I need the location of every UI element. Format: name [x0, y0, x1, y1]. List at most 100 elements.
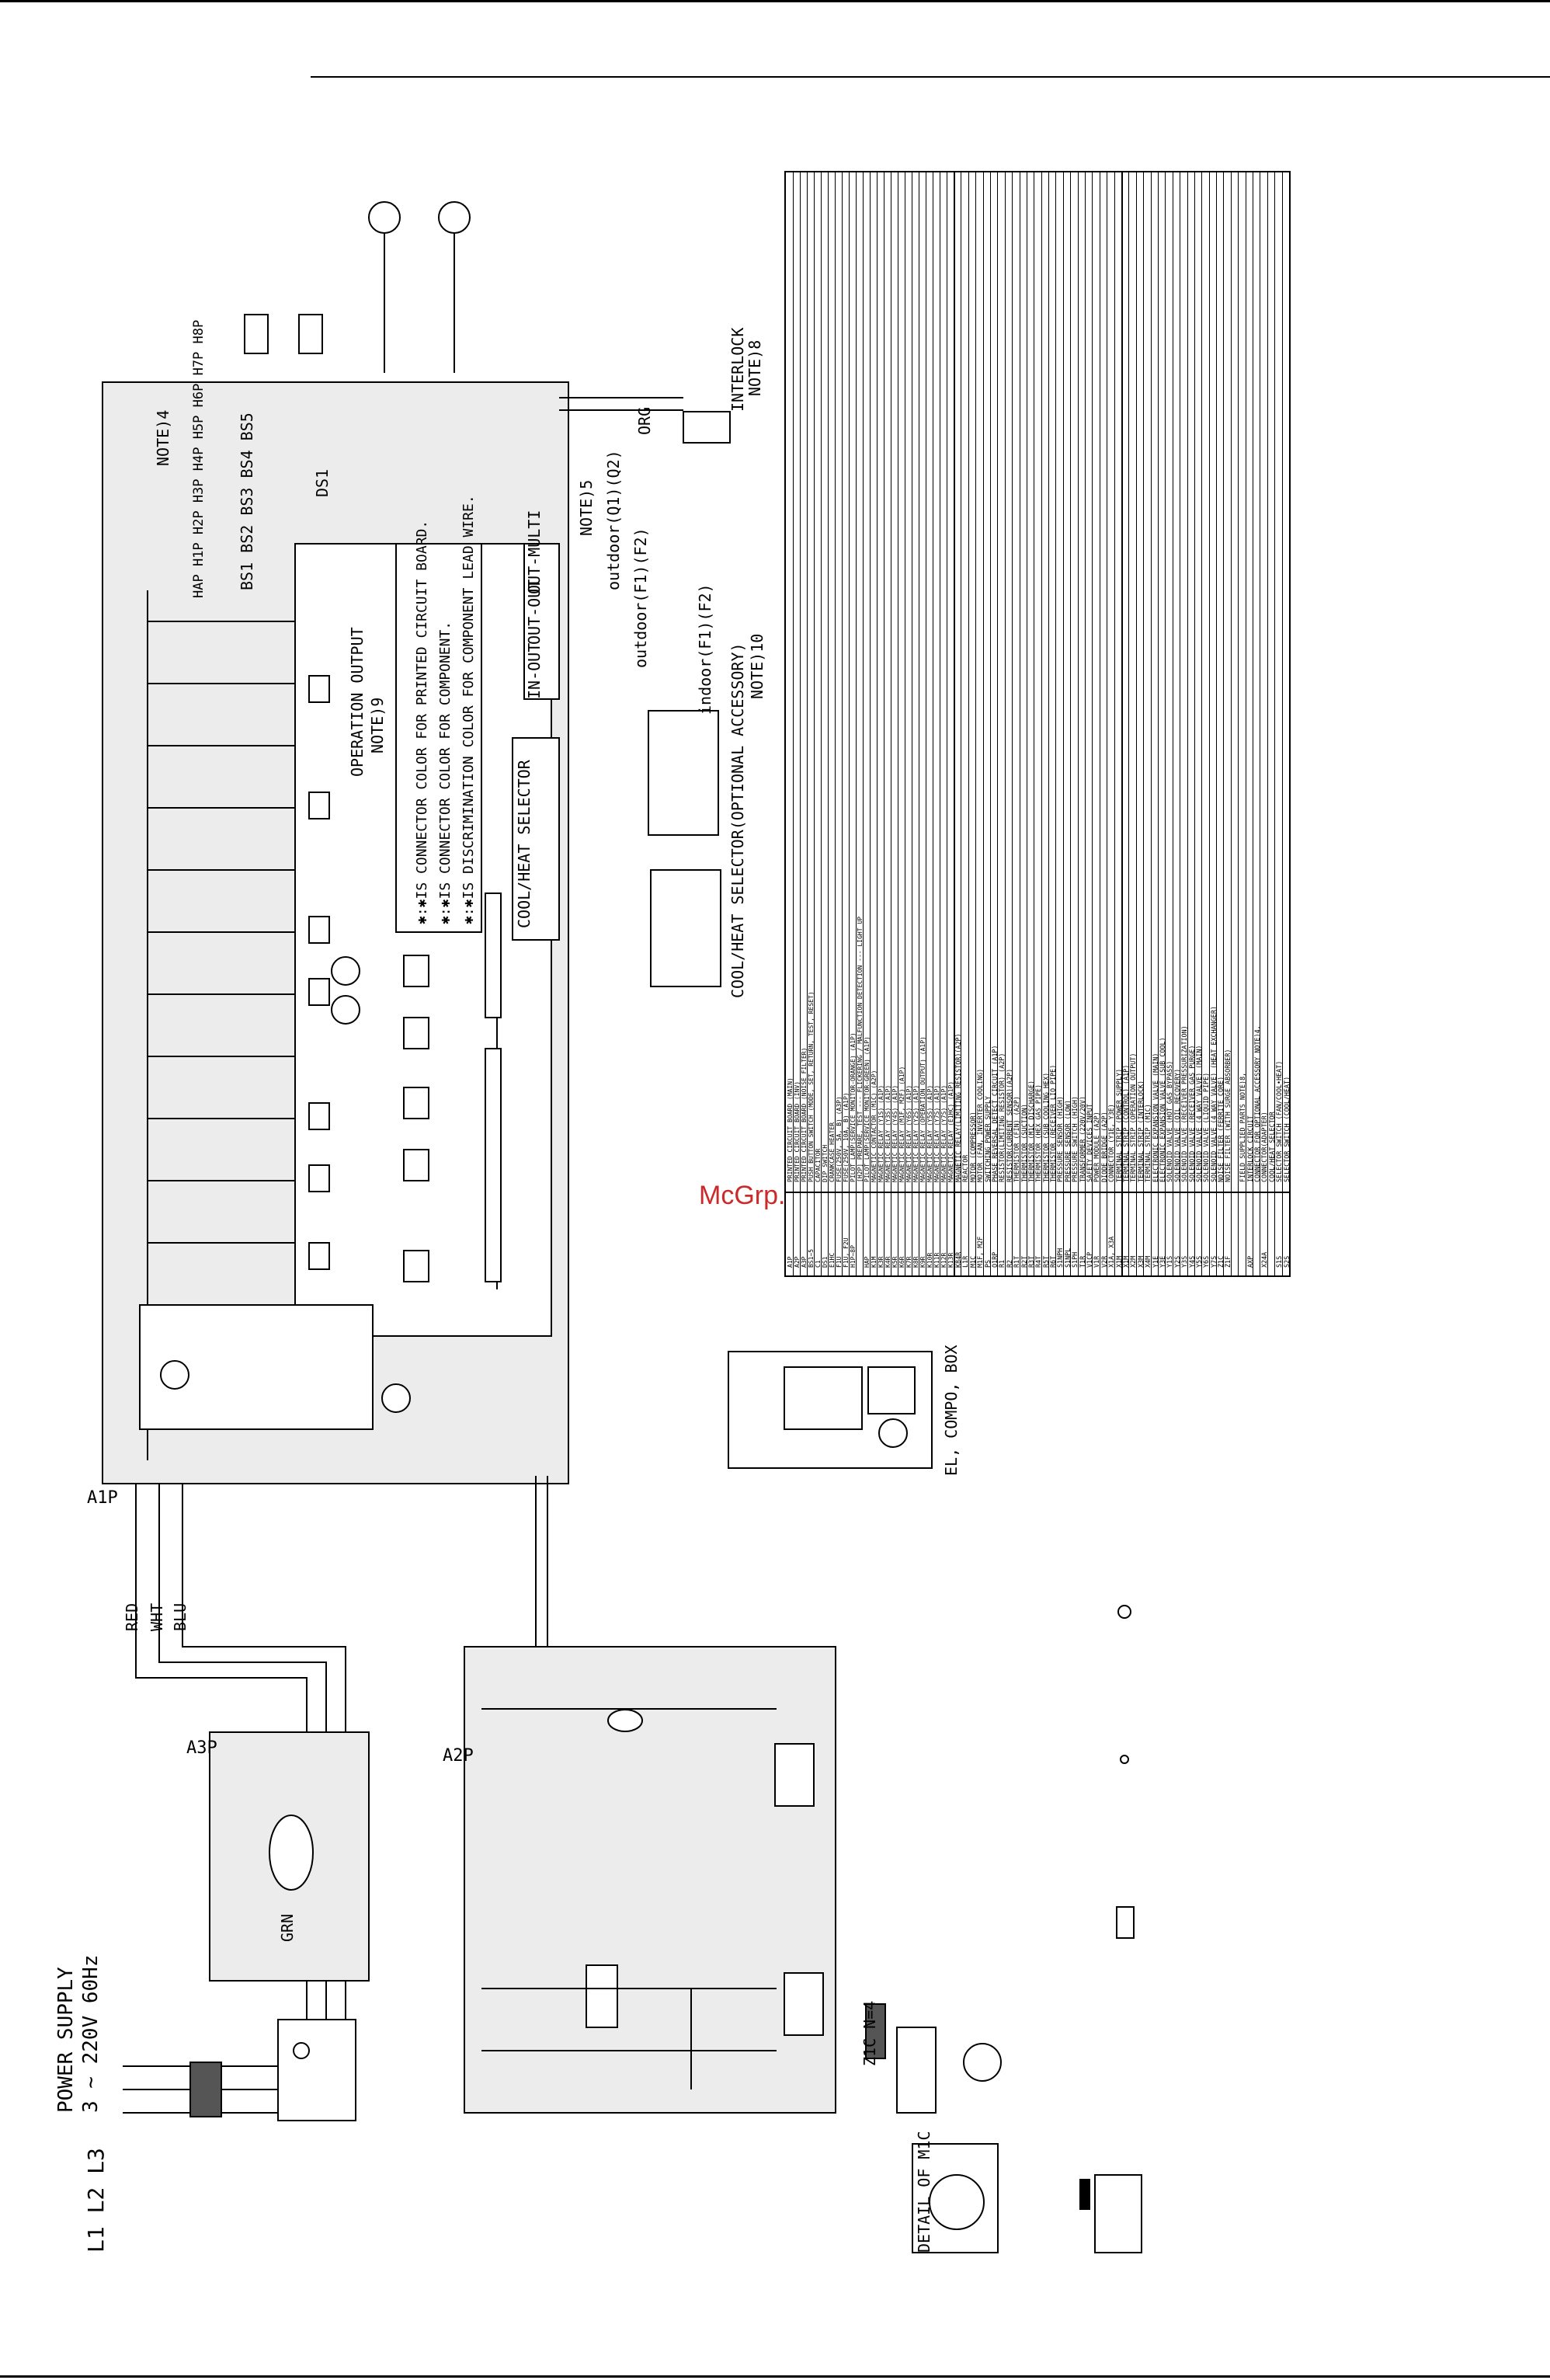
- x4m-terminal: [896, 2027, 937, 2114]
- legend-row-rule: [863, 172, 864, 1275]
- legend-row-rule: [877, 172, 878, 1275]
- legend-row-rule: [1114, 172, 1115, 1275]
- bottom-border-rule: [0, 2375, 1550, 2378]
- m1c-compressor: [963, 2043, 1002, 2082]
- legend-row-rule: [975, 172, 977, 1275]
- a2p-wires: [481, 1708, 777, 2089]
- legend-row-rule: [1223, 172, 1225, 1275]
- q1rp-circle: [160, 1360, 189, 1390]
- outdoor-f-label: outdoor(F1)(F2): [631, 527, 650, 668]
- legend-row-rule: [1048, 172, 1050, 1275]
- z1f-filter: [269, 1815, 314, 1891]
- legend-row-rule: [1085, 172, 1086, 1275]
- selector-s1s: [648, 710, 719, 836]
- legend-row-rule: [1274, 172, 1276, 1275]
- legend-row-rule: [1281, 172, 1283, 1275]
- wire-wht-label: WHT: [148, 1602, 166, 1631]
- legend-code-divider: [786, 1192, 954, 1193]
- r1t-box: [774, 1743, 815, 1807]
- note-discrimination-label: ✱:✱IS DISCRIMINATION COLOR FOR COMPONENT…: [460, 495, 477, 924]
- legend-row-rule: [1041, 172, 1042, 1275]
- legend-row-rule: [1070, 172, 1072, 1275]
- solenoid-boxes: [308, 675, 330, 1270]
- a1p-label: A1P: [87, 1488, 118, 1508]
- detail-mtc-label: DETAIL OF M1C: [915, 2131, 933, 2253]
- wire-key-box: [1094, 2174, 1142, 2253]
- legend-row-rule: [1267, 172, 1268, 1275]
- x1m-power-terminal: [277, 2019, 356, 2121]
- note-connector-label: ✱:✱IS CONNECTOR COLOR FOR PRINTED CIRCUI…: [414, 520, 430, 924]
- power-supply-title: POWER SUPPLY: [54, 1967, 78, 2113]
- header-rule: [311, 76, 1550, 78]
- legend-row-rule: [800, 172, 801, 1275]
- thermistor-boxes: [403, 955, 429, 1282]
- legend-group: [954, 172, 1123, 1275]
- indoor-f-label: indoor(F1)(F2): [696, 583, 714, 715]
- out-multi-label: OUT-MULTI: [525, 510, 544, 594]
- selector-box: [512, 737, 560, 941]
- legend-row-rule: [807, 172, 808, 1275]
- legend-row-rule: [1201, 172, 1203, 1275]
- note10-label: NOTE)10: [748, 633, 766, 699]
- legend-row-rule: [828, 172, 829, 1275]
- in-out-label: IN-OUT: [525, 642, 544, 699]
- a2p-label: A2P: [443, 1746, 474, 1766]
- legend-row-rule: [870, 172, 871, 1275]
- note9-label: NOTE)9: [368, 697, 387, 753]
- wire-org-label: ORG: [635, 406, 654, 435]
- cool-heat-selector-label: COOL/HEAT SELECTOR: [515, 760, 533, 928]
- legend-row-rule: [982, 172, 984, 1275]
- legend-row-rule: [989, 172, 991, 1275]
- connector-symbol: [1120, 1755, 1129, 1764]
- x34a-strip: [485, 1048, 502, 1282]
- x37a-strip: [485, 893, 502, 1018]
- note5-label: NOTE)5: [577, 479, 596, 536]
- ferrite-key: [1079, 2179, 1090, 2210]
- ds1-label: DS1: [313, 468, 332, 497]
- power-supply-lines: L1 L2 L3: [83, 2148, 109, 2253]
- legend-row-rule: [1150, 172, 1152, 1275]
- selector-s2s: [650, 869, 721, 987]
- note8-label: NOTE)8: [745, 339, 764, 396]
- legend-row-rule: [1216, 172, 1218, 1275]
- power-supply-spec: 3 ~ 220V 60Hz: [79, 1954, 103, 2114]
- terminal-symbol: [1117, 1605, 1131, 1619]
- legend-row-rule: [835, 172, 836, 1275]
- legend-row-rule: [814, 172, 815, 1275]
- ps-supply: [607, 1709, 643, 1732]
- x1m-control-terminal: [523, 543, 560, 700]
- interlock-label: INTERLOCK: [728, 327, 747, 412]
- legend-row-rule: [1165, 172, 1166, 1275]
- color-note-box: [395, 543, 482, 933]
- legend-row-rule: [1004, 172, 1006, 1275]
- wire-red-label: RED: [123, 1602, 141, 1631]
- a3p-label: A3P: [186, 1738, 217, 1758]
- relay-lines: [147, 590, 295, 1460]
- legend-code-divider: [954, 1192, 1121, 1193]
- legend-row-rule: [821, 172, 822, 1275]
- pilot-lamps-label: HAP H1P H2P H3P H4P H5P H6P H7P H8P: [191, 319, 207, 598]
- cool-heat-selector-opt-label: COOL/HEAT SELECTOR(OPTIONAL ACCESSORY): [728, 642, 747, 998]
- legend-row-rule: [1135, 172, 1137, 1275]
- ferrite-core-supply: [189, 2062, 222, 2117]
- connector-pair-symbol: [1116, 1906, 1135, 1939]
- operation-output-label: OPERATION OUTPUT: [348, 627, 367, 777]
- v1cp-circle: [381, 1383, 411, 1413]
- v2r-box: [586, 1964, 618, 2028]
- y1e-motor: [368, 201, 401, 234]
- note-component-label: ✱:✱IS CONNECTOR COLOR FOR COMPONENT.: [437, 621, 454, 924]
- legend-row-rule: [1194, 172, 1195, 1275]
- outdoor-q-label: outdoor(Q1)(Q2): [604, 450, 623, 590]
- legend-row-rule: [1121, 172, 1122, 1275]
- wire-blu-label: BLU: [171, 1602, 189, 1631]
- interlock-wires: [559, 397, 731, 444]
- el-compo-box-label: EL, COMPO, BOX: [942, 1345, 961, 1476]
- legend-row-rule: [1055, 172, 1057, 1275]
- legend-row-rule: [856, 172, 857, 1275]
- m2f-motor: [331, 956, 360, 986]
- z1c-label: Z1C N=4: [860, 2000, 879, 2066]
- top-border-rule: [0, 0, 1550, 2]
- y3e-motor: [438, 201, 471, 234]
